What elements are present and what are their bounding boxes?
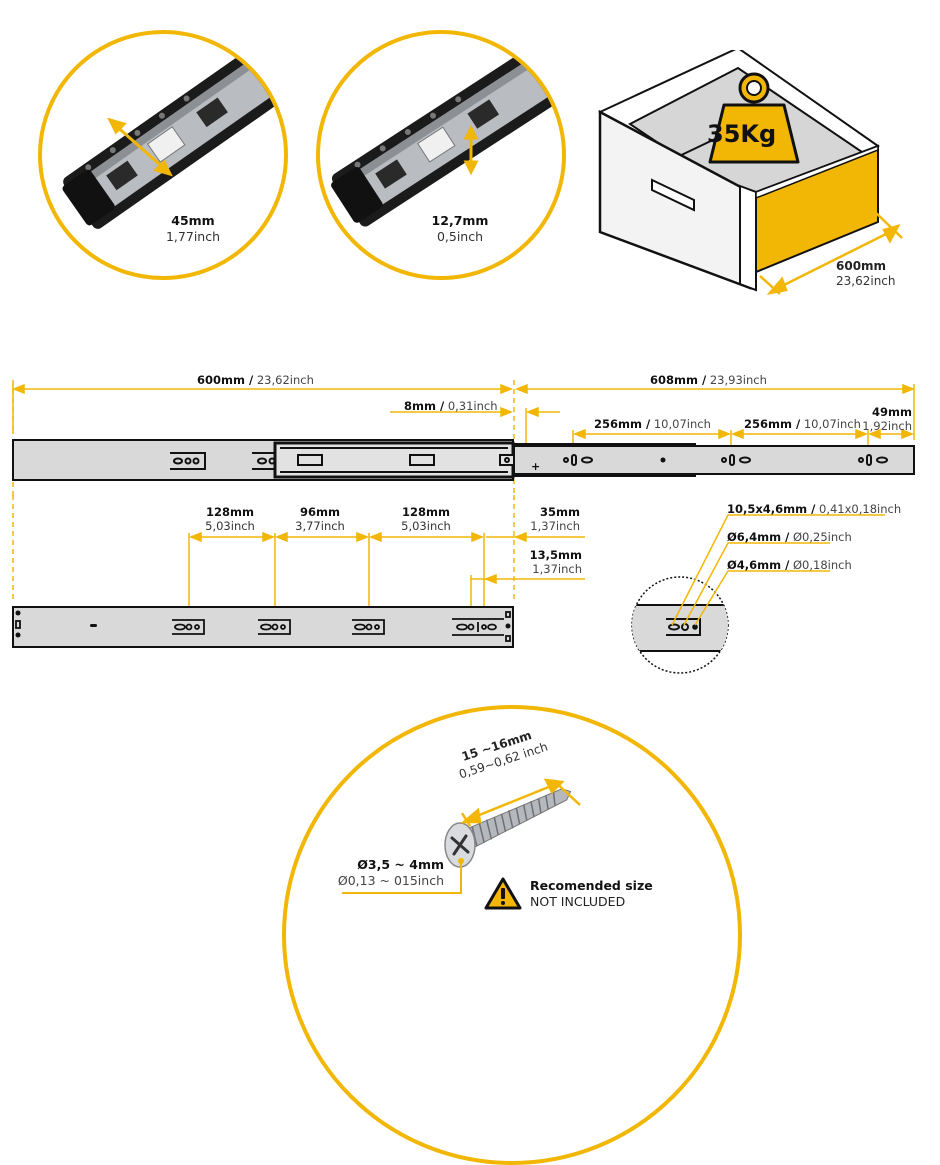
front-offset-inch: 1,37inch: [530, 519, 580, 533]
extension-inch: 23,93inch: [706, 373, 767, 387]
hole-offset-inch: 1,37inch: [532, 562, 582, 576]
drawer-illustration: [598, 50, 903, 295]
rail-thickness-label: 12,7mm 0,5inch: [410, 213, 510, 245]
large-hole-inch: Ø0,25inch: [789, 530, 852, 544]
offset-inch: 0,31inch: [444, 399, 498, 413]
spacing-2-inch: 10,07inch: [800, 417, 861, 431]
drawer-length-label: 600mm 23,62inch: [836, 259, 896, 289]
slot-size-label: 10,5x4,6mm / 0,41x0,18inch: [727, 502, 901, 516]
end-mm: 49mm: [872, 405, 912, 419]
bottom-spacing-2-inch: 3,77inch: [295, 519, 345, 533]
extension-label: 608mm / 23,93inch: [650, 373, 767, 387]
drawer-length-inch: 23,62inch: [836, 274, 896, 288]
large-hole-mm: Ø6,4mm /: [727, 530, 790, 544]
warning-title: Recomended size: [530, 878, 653, 893]
closed-length-inch: 23,62inch: [253, 373, 314, 387]
hole-detail-diagram: [631, 514, 885, 674]
small-hole-inch: Ø0,18inch: [789, 558, 852, 572]
spacing-1-mm: 256mm /: [594, 417, 651, 431]
end-inch: 1,92inch: [862, 419, 912, 433]
double-arrow-vertical-icon: [463, 124, 479, 176]
drawer-length-mm: 600mm: [836, 259, 887, 273]
bottom-spacing-3-label: 128mm 5,03inch: [386, 505, 466, 533]
hole-offset-mm: 13,5mm: [529, 548, 582, 562]
spacing-2-mm: 256mm /: [744, 417, 801, 431]
bottom-spacing-1-label: 128mm 5,03inch: [190, 505, 270, 533]
rail-closeup-thickness: [331, 34, 562, 227]
offset-label: 8mm / 0,31inch: [404, 399, 498, 413]
rail-thickness-callout: [316, 30, 566, 280]
screw-illustration: [342, 778, 581, 894]
bottom-spacing-1-inch: 5,03inch: [205, 519, 255, 533]
rail-thickness-mm: 12,7mm: [431, 213, 489, 228]
offset-mm: 8mm /: [404, 399, 445, 413]
weight-icon: [708, 72, 800, 164]
rail-thickness-inch: 0,5inch: [436, 229, 484, 244]
front-offset-mm: 35mm: [540, 505, 580, 519]
rail-width-inch: 1,77inch: [165, 229, 221, 244]
small-hole-label: Ø4,6mm / Ø0,18inch: [727, 558, 852, 572]
large-hole-label: Ø6,4mm / Ø0,25inch: [727, 530, 852, 544]
spacing-2-label: 256mm / 10,07inch: [744, 417, 861, 431]
extended-rail-diagram: +: [11, 380, 916, 500]
double-arrow-diagonal-icon: [107, 117, 173, 177]
warning-subtitle: NOT INCLUDED: [530, 894, 626, 909]
bottom-spacing-2-mm: 96mm: [300, 505, 340, 519]
slot-size-mm: 10,5x4,6mm /: [727, 502, 816, 516]
closed-length-mm: 600mm /: [197, 373, 254, 387]
bottom-spacing-1-mm: 128mm: [206, 505, 254, 519]
extension-mm: 608mm /: [650, 373, 707, 387]
drawer-load-label: 35Kg: [707, 120, 777, 148]
bottom-spacing-2-label: 96mm 3,77inch: [280, 505, 360, 533]
bottom-spacing-3-mm: 128mm: [402, 505, 450, 519]
svg-text:+: +: [531, 460, 540, 473]
spacing-1-label: 256mm / 10,07inch: [594, 417, 711, 431]
spacing-1-inch: 10,07inch: [650, 417, 711, 431]
rail-width-mm: 45mm: [171, 213, 215, 228]
slot-size-inch: 0,41x0,18inch: [815, 502, 902, 516]
length-arrow-icon: [759, 211, 903, 295]
small-hole-mm: Ø4,6mm /: [727, 558, 790, 572]
rail-width-callout: [38, 30, 288, 280]
screw-diameter-inch: Ø0,13 ~ 015inch: [337, 873, 444, 888]
screw-diameter-mm: Ø3,5 ~ 4mm: [357, 857, 444, 872]
rail-width-label: 45mm 1,77inch: [148, 213, 238, 245]
rail-closeup-width: [62, 34, 284, 229]
bottom-spacing-3-inch: 5,03inch: [401, 519, 451, 533]
closed-length-label: 600mm / 23,62inch: [197, 373, 314, 387]
mounting-rail-diagram: [12, 495, 585, 648]
warning-icon: [484, 877, 522, 910]
warning-text: Recomended size NOT INCLUDED: [530, 878, 653, 910]
